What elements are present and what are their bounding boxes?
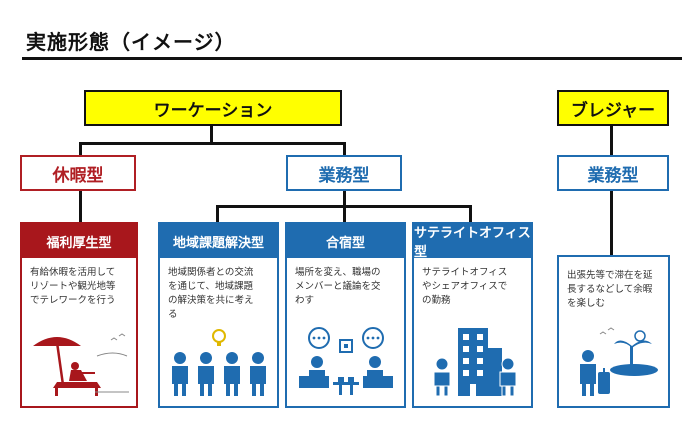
gyomu-type-label: 業務型 xyxy=(318,165,370,186)
card-description: 場所を変え、職場の メンバーと議論を交 わす xyxy=(295,267,381,306)
title-divider xyxy=(22,57,682,60)
office-building-icon xyxy=(414,326,531,398)
connector-line xyxy=(343,205,346,223)
card-satellite-office: サテライトオフィス型 サテライトオフィス やシェアオフィスで の勤務 xyxy=(412,222,533,408)
connector-line xyxy=(610,125,613,156)
gyomu-type-box: 業務型 xyxy=(286,155,402,191)
kyuka-type-box: 休暇型 xyxy=(20,155,136,191)
card-title: 地域課題解決型 xyxy=(160,224,277,258)
card-regional-solution: 地域課題解決型 地域関係者との交流 を通じて、地域課題 の解決策を共に考え る xyxy=(158,222,279,408)
card-description: 地域関係者との交流 を通じて、地域課題 の解決策を共に考え る xyxy=(168,267,254,320)
card-training-camp: 合宿型 場所を変え、職場の メンバーと議論を交 わす xyxy=(285,222,406,408)
card-title: 福利厚生型 xyxy=(22,224,136,258)
group-discussion-icon xyxy=(160,326,277,398)
card-title: サテライトオフィス型 xyxy=(414,224,531,260)
island-travel-icon xyxy=(559,326,668,398)
connector-line xyxy=(343,142,346,155)
connector-line xyxy=(610,190,613,256)
bleisure-gyomu-type-box: 業務型 xyxy=(557,155,669,191)
workation-box: ワーケーション xyxy=(84,90,342,126)
card-description: 出張先等で滞在を延 長するなどして余暇 を楽しむ xyxy=(567,270,653,309)
card-description: サテライトオフィス やシェアオフィスで の勤務 xyxy=(422,267,508,306)
connector-line xyxy=(216,205,219,223)
bleisure-box: ブレジャー xyxy=(557,90,669,126)
connector-line xyxy=(210,125,213,143)
connector-line xyxy=(79,142,345,145)
connector-line xyxy=(79,190,82,223)
workation-label: ワーケーション xyxy=(153,100,273,121)
card-title: 合宿型 xyxy=(287,224,404,258)
beach-telework-icon xyxy=(22,326,136,398)
meeting-icon xyxy=(287,326,404,398)
card-description: 有給休暇を活用して リゾートや観光地等 でテレワークを行う xyxy=(30,267,116,306)
bleisure-gyomu-type-label: 業務型 xyxy=(587,165,639,186)
connector-line xyxy=(469,205,472,223)
card-bleisure-extension: 出張先等で滞在を延 長するなどして余暇 を楽しむ xyxy=(557,255,670,408)
bleisure-label: ブレジャー xyxy=(570,100,656,121)
kyuka-type-label: 休暇型 xyxy=(52,165,104,186)
card-welfare: 福利厚生型 有給休暇を活用して リゾートや観光地等 でテレワークを行う xyxy=(20,222,138,408)
page-title: 実施形態（イメージ） xyxy=(26,30,236,54)
connector-line xyxy=(79,142,82,155)
connector-line xyxy=(343,190,346,207)
